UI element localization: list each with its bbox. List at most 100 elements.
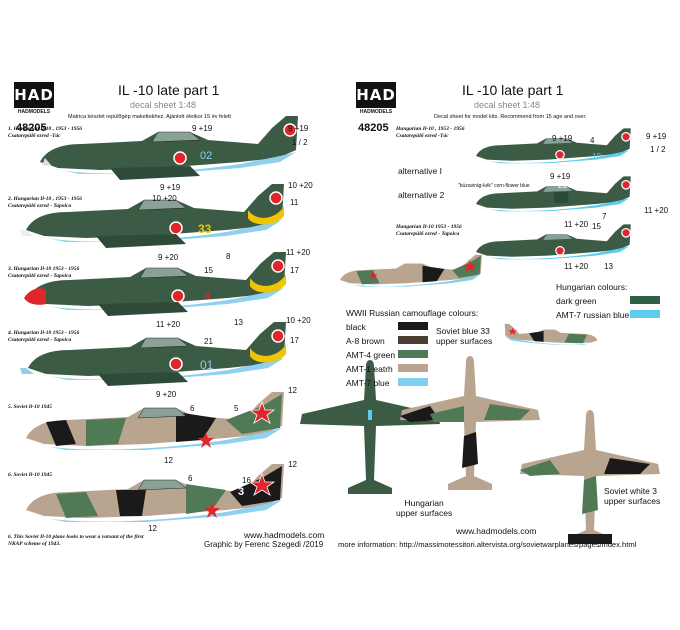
r1-callout: 1 / 2 bbox=[650, 145, 666, 154]
p1-fuselage-code: 02 bbox=[200, 150, 213, 162]
earth-swatch bbox=[398, 364, 428, 372]
hadmodels-logo: HAD HADMODELS bbox=[14, 82, 54, 120]
brown-swatch bbox=[398, 336, 428, 344]
p1-callout: 9 +19 bbox=[160, 183, 181, 192]
top-view-soviet-white bbox=[520, 410, 660, 544]
right-subtitle: decal sheet 1:48 bbox=[474, 100, 541, 110]
p2-callout: 8 bbox=[226, 252, 231, 261]
green-swatch bbox=[398, 350, 428, 358]
r2-callout: 21 bbox=[558, 181, 567, 190]
camo-profile-small bbox=[504, 323, 598, 345]
hungarian-colours-title: Hungarian colours: bbox=[556, 282, 628, 292]
credit: Graphic by Ferenc Szegedi /2019 bbox=[204, 540, 324, 549]
logo-brand: HADMODELS bbox=[17, 109, 51, 115]
p6-fuselage-code: 3 bbox=[238, 486, 245, 498]
p3-callout: 15 bbox=[204, 266, 213, 275]
footnote: 6. This Soviet Il-10 plane looks to wear… bbox=[8, 534, 144, 547]
camo-colour-name: AMT-7 blue bbox=[346, 378, 390, 388]
p6-callout: 12 bbox=[148, 524, 157, 533]
p2-callout: 10 +20 bbox=[288, 181, 313, 190]
right-notice: Decal sheet for model kits. Recommend fr… bbox=[434, 114, 587, 120]
camo-colour-name: AMT-1 eatrh bbox=[346, 364, 393, 374]
r3-callout: 11 +20 bbox=[644, 206, 669, 215]
p2-callout: 10 +20 bbox=[152, 194, 177, 203]
dark-green-swatch bbox=[630, 296, 660, 304]
p1-callout: 9 +19 bbox=[288, 124, 309, 133]
r1-callout: 10 bbox=[592, 152, 601, 161]
hadmodels-logo-right: HAD HADMODELS bbox=[356, 82, 396, 120]
camo-title: WWII Russian camouflage colours: bbox=[346, 308, 479, 318]
camo-profile bbox=[340, 254, 482, 287]
p2-callout: 11 bbox=[290, 198, 299, 207]
p5-callout: 12 bbox=[288, 386, 297, 395]
plane-2-profile bbox=[20, 184, 284, 248]
p5-callout: 6 bbox=[190, 404, 195, 413]
r3-callout: 13 bbox=[604, 262, 613, 271]
plane-6-profile bbox=[26, 464, 284, 522]
left-title: IL -10 late part 1 bbox=[118, 82, 220, 98]
p5-callout: 5 bbox=[234, 404, 239, 413]
top-view-soviet-blue bbox=[400, 356, 540, 490]
r3-callout: 7 bbox=[602, 212, 607, 221]
plane-1-profile bbox=[40, 116, 298, 180]
p3-callout: 11 +20 bbox=[156, 320, 181, 329]
p3-callout: 17 bbox=[290, 266, 299, 275]
r1-callout: 9 +19 bbox=[646, 132, 667, 141]
plane-4-profile bbox=[20, 322, 286, 386]
p4-callout: 9 +20 bbox=[156, 390, 177, 399]
alternative-2-label: alternative 2 bbox=[398, 190, 445, 200]
right-title: IL -10 late part 1 bbox=[462, 82, 564, 98]
logo-text: HAD bbox=[356, 82, 396, 108]
r3-callout: 15 bbox=[592, 222, 601, 231]
r1-callout: 9 +19 bbox=[552, 134, 573, 143]
plane-5-profile bbox=[26, 392, 284, 450]
blue-swatch bbox=[398, 378, 428, 386]
right-profile-2 bbox=[476, 176, 631, 212]
black-swatch bbox=[398, 322, 428, 330]
p2-callout: 9 +20 bbox=[158, 253, 179, 262]
right-profile-3 bbox=[476, 224, 631, 260]
p1-callout: 1 / 2 bbox=[292, 138, 308, 147]
camo-colour-name: black bbox=[346, 322, 366, 332]
plane-3-profile bbox=[24, 252, 286, 316]
right-product-code: 48205 bbox=[358, 122, 389, 134]
p5-callout: 12 bbox=[164, 456, 173, 465]
logo-brand: HADMODELS bbox=[359, 109, 393, 115]
plane-5-desc: 5. Soviet Il-10 1945 bbox=[8, 404, 52, 410]
hungarian-colour-name: AMT-7 russian blue bbox=[556, 310, 630, 320]
left-notice: Matrica készlet repülőgép makettekhez. A… bbox=[68, 114, 231, 120]
camo-colour-name: A-8 brown bbox=[346, 336, 385, 346]
p6-callout: 12 bbox=[288, 460, 297, 469]
p6-callout: 6 bbox=[188, 474, 193, 483]
p6-callout: 16 bbox=[242, 476, 251, 485]
left-subtitle: decal sheet 1:48 bbox=[130, 100, 197, 110]
logo-text: HAD bbox=[14, 82, 54, 108]
p4-callout: 17 bbox=[290, 336, 299, 345]
alternative-1-label: alternative I bbox=[398, 166, 442, 176]
plane-6-desc: 6. Soviet Il-10 1945 bbox=[8, 472, 52, 478]
p4-callout: 10 +20 bbox=[286, 316, 311, 325]
top-view-hungarian bbox=[300, 360, 440, 494]
p3-callout: 11 +20 bbox=[286, 248, 311, 257]
p3-callout: 13 bbox=[234, 318, 243, 327]
p1-callout: 9 +19 bbox=[192, 124, 213, 133]
p3-fuselage-code: 4 bbox=[204, 290, 211, 302]
more-info: more information: http://massimotessitor… bbox=[338, 540, 637, 549]
p2-fuselage-code: 33 bbox=[198, 222, 212, 236]
r3-callout: 11 +20 bbox=[564, 262, 589, 271]
right-profile-1 bbox=[476, 128, 631, 164]
p4-callout: 21 bbox=[204, 337, 213, 346]
camo-colour-name: AMT-4 green bbox=[346, 350, 396, 360]
russian-blue-swatch bbox=[630, 310, 660, 318]
r1-callout: 9 +19 bbox=[550, 172, 571, 181]
